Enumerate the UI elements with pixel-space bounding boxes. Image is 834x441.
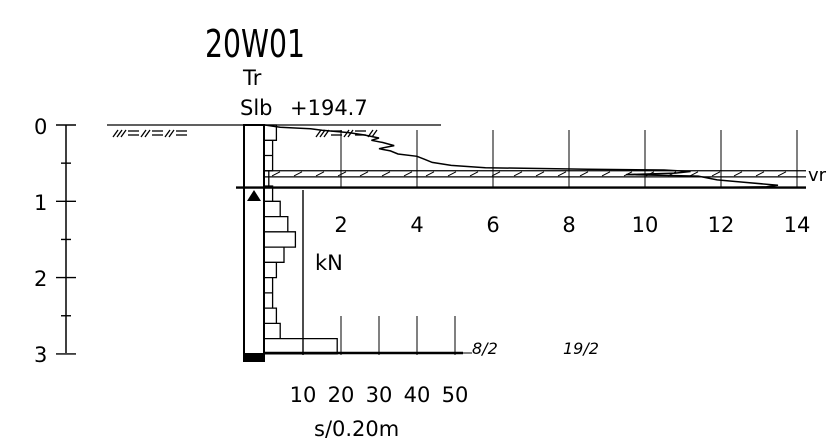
depth-tick-label-3: 3 [34,343,47,367]
layer-hatch [557,171,567,177]
force-tick-label: 4 [410,213,423,237]
end-label-left: 8/2 [472,339,498,358]
depth-tick-label-2: 2 [34,267,47,291]
borehole-end-block [243,353,265,362]
force-gridlines [340,130,798,188]
borehole-column [243,124,265,357]
force-tick-label: 14 [784,213,811,237]
blow-tick-label: 10 [290,383,317,407]
layer-hatch [711,171,721,177]
blow-tick-label: 50 [442,383,469,407]
blow-tick-label: 40 [404,383,431,407]
blow-tick-label: 20 [328,383,355,407]
depth-tick-label-0: 0 [34,115,47,139]
layer-hatch [579,171,589,177]
layer-hatch [271,171,281,177]
groundwater-triangle [247,190,261,201]
force-tick-label: 10 [632,213,659,237]
point-id-title: 20W01 [205,22,305,66]
force-curve [264,124,779,189]
layer-hatch [733,171,743,177]
layer-hatch [293,171,303,177]
force-tick-label: 6 [486,213,499,237]
force-tick-label: 12 [708,213,735,237]
method-code: Tr [242,66,262,90]
ground-elevation: +194.7 [290,96,368,120]
layer-hatch [403,171,413,177]
depth-tick-label-1: 1 [34,191,47,215]
ground-surface-symbol [112,129,187,138]
layer-hatch [689,171,699,177]
layer-hatch [315,171,325,177]
layer-label: vr [808,165,827,186]
layer-hatch [381,171,391,177]
layer-hatch [755,171,765,177]
layer-band [265,170,806,178]
soil-code: Slb [240,96,273,120]
force-unit-label: kN [315,251,343,275]
force-tick-label: 2 [334,213,347,237]
layer-hatch [469,171,479,177]
blow-count-histogram [265,124,338,355]
layer-hatch [601,171,611,177]
layer-hatch [425,171,435,177]
force-tick-label: 8 [562,213,575,237]
layer-hatch [359,171,369,177]
layer-hatch [513,171,523,177]
layer-hatch [777,171,787,177]
layer-hatch [337,171,347,177]
blow-gridlines [302,316,456,355]
layer-hatch [535,171,545,177]
blow-unit-label: s/0.20m [314,417,399,441]
end-label-right: 19/2 [563,339,599,358]
layer-hatch [447,171,457,177]
blow-tick-label: 30 [366,383,393,407]
